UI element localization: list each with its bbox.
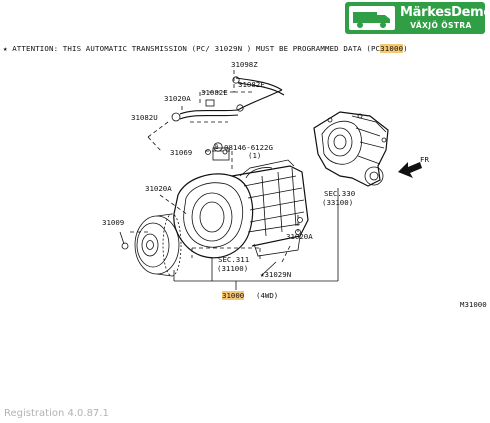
part-31009[interactable]: 31009 — [102, 218, 125, 227]
attention-note: ★ ATTENTION: THIS AUTOMATIC TRANSMISSION… — [3, 44, 408, 53]
part-08146-6122G[interactable]: 08146-6122G — [224, 143, 273, 152]
section-330-link[interactable]: SEC.330 — [324, 189, 356, 198]
part-31000-variant: (4WD) — [256, 291, 279, 300]
part-31082U[interactable]: 31082U — [131, 113, 158, 122]
truck-icon — [349, 6, 395, 30]
brand-logo: MärkesDemo VÄXJÖ ÖSTRA — [345, 2, 490, 34]
part-31000-main[interactable]: 31000 — [222, 291, 245, 300]
part-31020A-left[interactable]: 31020A — [145, 184, 172, 193]
version-footer: Registration 4.0.87.1 — [4, 408, 109, 419]
attention-part-code[interactable]: 31000 — [380, 44, 404, 53]
logo-title: MärkesDemo — [400, 5, 490, 20]
part-31020A-top[interactable]: 31020A — [164, 94, 191, 103]
bolt-marker: B — [215, 144, 219, 151]
attention-suffix: ) — [403, 44, 408, 53]
part-08146-6122G-qty: (1) — [248, 151, 262, 160]
diagram-id: M31000 — [460, 300, 487, 309]
part-31082E-right[interactable]: 31082E — [238, 80, 265, 89]
logo-subtitle: VÄXJÖ ÖSTRA — [410, 21, 472, 30]
section-311-link[interactable]: SEC.311 — [218, 255, 250, 264]
front-direction-label: FR — [420, 155, 429, 164]
part-31082E-left[interactable]: 31082E — [201, 88, 228, 97]
front-arrow-icon — [398, 162, 422, 178]
part-31029N[interactable]: ★31029N — [260, 270, 292, 279]
section-311-ref: (31100) — [217, 264, 249, 273]
part-31020A-right[interactable]: 31020A — [286, 232, 313, 241]
part-31069[interactable]: 31069 — [170, 148, 193, 157]
attention-text: ★ ATTENTION: THIS AUTOMATIC TRANSMISSION… — [3, 44, 381, 53]
section-330-ref: (33100) — [322, 198, 354, 207]
part-31098Z[interactable]: 31098Z — [231, 60, 258, 69]
